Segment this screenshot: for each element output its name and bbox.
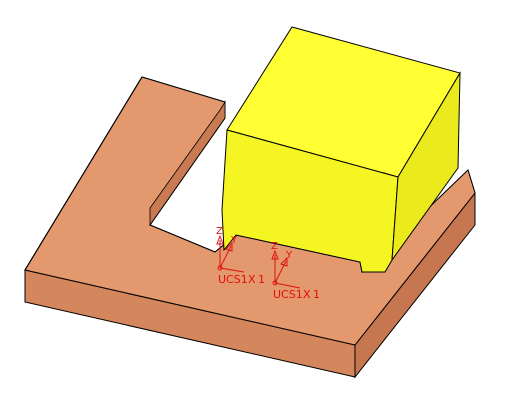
ucs2-x-label: X [303, 288, 311, 301]
ucs2-y-arrow-icon [280, 256, 288, 267]
ucs1-z-arrow-icon [216, 234, 224, 245]
l-shaped-base-part[interactable] [24, 76, 476, 379]
cube-right-face[interactable] [391, 71, 461, 262]
ucs2-name-label: UCS1 [273, 288, 303, 301]
ucs2-x-axis [274, 282, 301, 289]
ucs2-y-label: Y [285, 250, 293, 261]
base-top-edge [24, 76, 143, 271]
ucs2-z-label: Z [271, 241, 278, 252]
ucs1-index-label: 1 [258, 273, 265, 286]
ucs2-origin-icon [272, 280, 278, 286]
ucs2-z-arrow-icon [271, 249, 279, 260]
ucs-triad-2[interactable]: Z Y UCS1 X 1 [271, 241, 320, 301]
ucs1-y-label: Y [230, 235, 238, 246]
ucs1-x-axis [219, 267, 245, 273]
ucs1-x-label: X [248, 273, 256, 286]
ucs-triad-1[interactable]: Z Y UCS1 X 1 [216, 226, 265, 286]
ucs2-index-label: 1 [313, 288, 320, 301]
base-inner-wall-face-2 [149, 100, 226, 227]
ucs1-z-label: Z [216, 226, 223, 237]
cube-part[interactable] [221, 26, 461, 273]
ucs1-y-arrow-icon [225, 241, 233, 252]
ucs1-origin-icon [217, 265, 223, 271]
ucs1-name-label: UCS1 [218, 273, 248, 286]
